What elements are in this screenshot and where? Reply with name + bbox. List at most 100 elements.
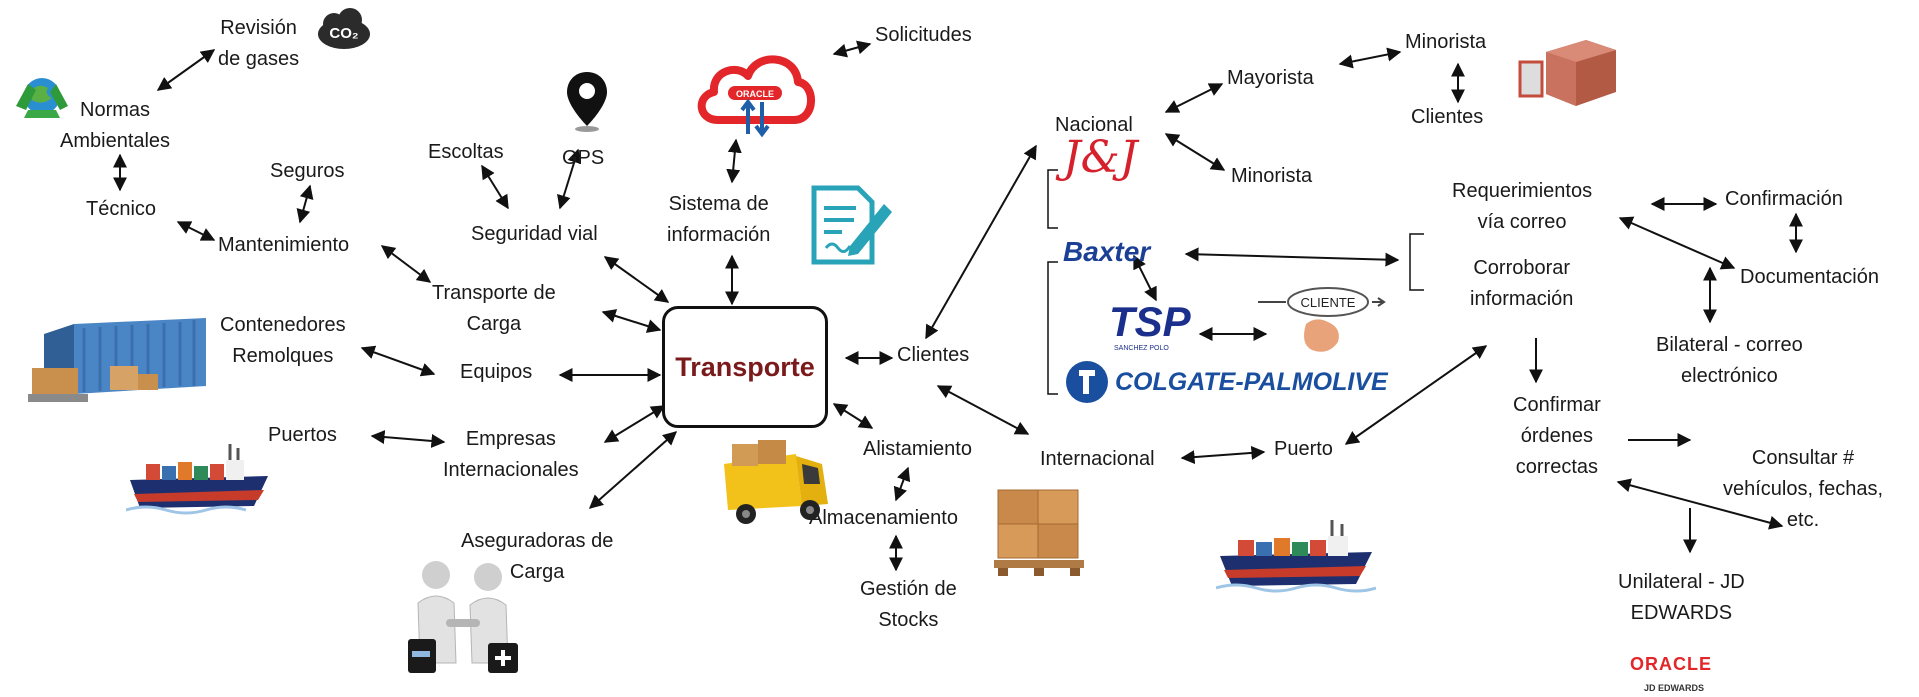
node-line: Minorista bbox=[1405, 31, 1487, 53]
node-mayorista: Mayorista bbox=[1227, 63, 1314, 94]
node-line: Remolques bbox=[232, 345, 334, 367]
node-sistema-informacion: Sistema de información bbox=[667, 189, 770, 251]
node-line: órdenes bbox=[1520, 425, 1594, 447]
node-gestion-stocks: Gestión de Stocks bbox=[860, 574, 957, 636]
arrow-mayorista-minorista bbox=[1338, 47, 1402, 69]
node-line: Técnico bbox=[86, 198, 157, 220]
arrow-baxter-bracket bbox=[1184, 247, 1400, 267]
node-line: Equipos bbox=[460, 361, 533, 383]
tsp-logo: TSP bbox=[1109, 298, 1191, 345]
node-line: Requerimientos bbox=[1452, 180, 1593, 202]
bracket-requerimientos bbox=[1409, 233, 1424, 291]
center-line-2: e bbox=[799, 352, 815, 382]
arrow-cloud-solicitudes bbox=[832, 40, 872, 58]
node-line: Carga bbox=[509, 561, 565, 583]
node-line: correctas bbox=[1515, 456, 1599, 478]
node-line: Confirmar bbox=[1513, 394, 1601, 416]
node-line: información bbox=[667, 224, 771, 246]
co2-text: CO₂ bbox=[329, 25, 358, 42]
node-line: Confirmación bbox=[1725, 188, 1843, 210]
node-line: Bilateral - correo bbox=[1656, 334, 1803, 356]
node-line: Sistema de bbox=[668, 193, 769, 215]
node-corroborar-informacion: Corroborar información bbox=[1470, 253, 1573, 315]
node-clientes: Clientes bbox=[897, 340, 969, 371]
jj-logo: J&J bbox=[1063, 132, 1138, 183]
node-consultar-vehiculos: Consultar # vehículos, fechas, etc. bbox=[1723, 443, 1883, 536]
node-equipos: Equipos bbox=[460, 357, 532, 388]
colgate-emblem-icon bbox=[1066, 361, 1108, 403]
node-line: Carga bbox=[466, 313, 522, 335]
node-line: Aseguradoras de bbox=[461, 530, 614, 552]
cargo-ship-icon bbox=[126, 444, 268, 515]
node-line: Corroborar bbox=[1473, 257, 1571, 279]
node-line: Clientes bbox=[897, 344, 970, 366]
arrow-cloud-sistema bbox=[726, 138, 742, 184]
node-nacional: Nacional bbox=[1055, 110, 1133, 141]
node-line: Solicitudes bbox=[875, 24, 972, 46]
oracle-cloud-icon: ORACLE bbox=[697, 55, 815, 138]
node-line: etc. bbox=[1786, 509, 1820, 531]
node-line: Stocks bbox=[878, 609, 939, 631]
node-line: información bbox=[1470, 288, 1574, 310]
node-contenedores-remolques: Contenedores Remolques bbox=[220, 310, 346, 372]
baxter-logo: Baxter bbox=[1063, 236, 1151, 267]
arrow-empresas-center bbox=[603, 405, 666, 443]
node-requerimientos-correo: Requerimientos vía correo bbox=[1452, 176, 1592, 238]
cargo-ship-icon-2 bbox=[1216, 520, 1376, 593]
node-line: Seguros bbox=[270, 160, 345, 182]
arrow-puerto-corroborar bbox=[1344, 345, 1488, 445]
tsp-subtitle: SANCHEZ POLO bbox=[1114, 345, 1169, 352]
bracket-clientes-logos bbox=[1047, 261, 1058, 395]
node-revision-gases: Revisión de gases bbox=[218, 13, 299, 75]
document-pen-icon bbox=[811, 185, 892, 265]
node-line: Gestión de bbox=[860, 578, 957, 600]
map-pin-icon bbox=[567, 72, 607, 132]
node-line: Escoltas bbox=[428, 141, 504, 163]
node-seguros: Seguros bbox=[270, 156, 345, 187]
node-line: Revisión bbox=[220, 17, 297, 39]
node-line: Normas bbox=[80, 99, 151, 121]
arrow-gps-seguridad bbox=[557, 148, 581, 210]
node-puertos: Puertos bbox=[268, 420, 337, 451]
arrow-aseguradoras-center bbox=[588, 431, 678, 509]
node-normas-ambientales: Normas Ambientales bbox=[60, 95, 170, 157]
node-line: Contenedores bbox=[220, 314, 346, 336]
node-confirmar-ordenes: Confirmar órdenes correctas bbox=[1513, 390, 1601, 483]
node-aseguradoras-carga: Aseguradoras de Carga bbox=[461, 526, 613, 588]
oracle-jde-logo-line2: JD EDWARDS bbox=[1644, 683, 1705, 693]
arrow-center-alistamiento bbox=[832, 403, 874, 429]
arrow-requerimientos-documentacion bbox=[1618, 216, 1736, 270]
node-line: Mayorista bbox=[1227, 67, 1314, 89]
node-line: Empresas bbox=[465, 428, 556, 450]
arrow-nacional-minorista bbox=[1164, 133, 1226, 171]
node-mantenimiento: Mantenimiento bbox=[218, 230, 349, 261]
arrow-mantenimiento-transporte bbox=[380, 245, 432, 283]
co2-cloud-icon: CO₂ bbox=[318, 8, 370, 49]
center-line-1: Transport bbox=[675, 352, 800, 382]
node-empresas-internacionales: Empresas Internacionales bbox=[443, 424, 579, 486]
node-line: vía correo bbox=[1477, 211, 1567, 233]
arrow-seguridad-center bbox=[603, 256, 670, 303]
central-node-transporte: Transporte bbox=[662, 306, 828, 428]
node-line: Ambientales bbox=[60, 130, 171, 152]
node-bilateral-correo: Bilateral - correo electrónico bbox=[1656, 330, 1803, 392]
node-puerto: Puerto bbox=[1274, 434, 1333, 465]
node-line: EDWARDS bbox=[1630, 602, 1733, 624]
arrow-puertos-empresas bbox=[370, 430, 446, 448]
node-almacenamiento: Almacenamiento bbox=[809, 503, 958, 534]
oracle-cloud-text: ORACLE bbox=[736, 89, 774, 99]
arrow-escoltas-seguridad bbox=[481, 164, 509, 210]
colgate-wordmark: COLGATE-PALMOLIVE bbox=[1115, 367, 1388, 396]
node-unilateral-jde: Unilateral - JD EDWARDS bbox=[1618, 567, 1745, 629]
node-seguridad-vial: Seguridad vial bbox=[471, 219, 598, 250]
shipping-container-icon bbox=[28, 318, 206, 402]
node-minorista: Minorista bbox=[1405, 27, 1486, 58]
arrow-seguros-mantenimiento bbox=[296, 184, 314, 224]
node-line: Internacionales bbox=[443, 459, 579, 481]
node-line: Seguridad vial bbox=[471, 223, 598, 245]
node-transporte-carga: Transporte de Carga bbox=[432, 278, 556, 340]
arrow-alistamiento-almacenamiento bbox=[893, 466, 911, 502]
node-line: Internacional bbox=[1040, 448, 1155, 470]
node-gps: GPS bbox=[562, 143, 604, 174]
